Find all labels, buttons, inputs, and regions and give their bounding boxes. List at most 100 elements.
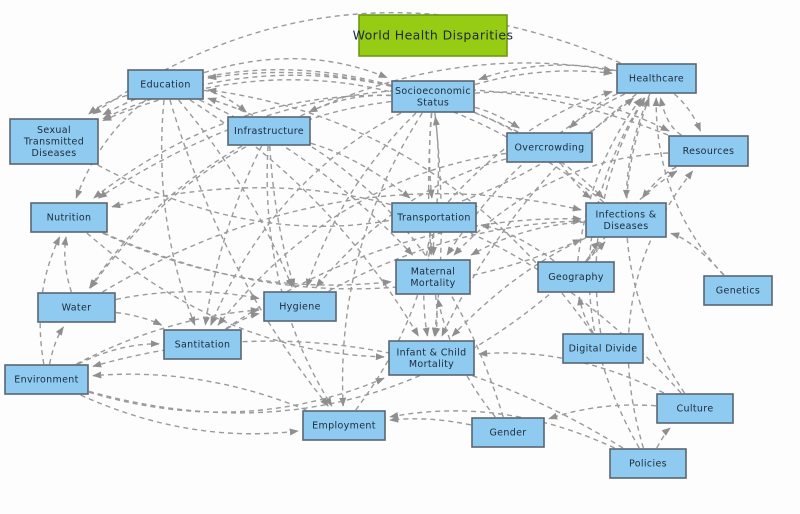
node-geography-box[interactable] [537,261,615,293]
node-transportation-label: Transportation [396,212,471,223]
edge-water-to-hygiene [115,291,260,301]
edge-genetics-to-healthcare [652,97,725,276]
node-infrastructure-box[interactable] [227,116,311,146]
edge-water-to-sanitation [115,311,163,326]
node-infections-box[interactable] [585,202,667,238]
edge-healthcare-to-overcrowding [569,93,618,129]
edge-healthcare-to-resources [673,93,702,132]
edge-environment-to-employment [80,394,299,436]
node-nutrition[interactable]: Nutrition [30,202,108,233]
edge-geography-to-transportation [480,222,555,262]
node-hygiene-box[interactable] [263,291,337,322]
edge-digital-to-geography [577,296,594,334]
edge-socioeconomic-to-infant [431,112,442,337]
edge-policies-to-resources [627,170,694,449]
edge-socioeconomic-to-water [89,100,392,289]
node-gender-label: Gender [489,427,526,438]
node-healthcare-box[interactable] [616,63,697,94]
edge-geography-to-healthcare [577,97,642,262]
edge-hygiene-to-infections [328,217,582,292]
node-culture-box[interactable] [656,393,734,424]
node-education[interactable]: Education [127,69,204,100]
edge-digital-to-education [207,87,593,334]
node-socioeconomic-box[interactable] [391,80,475,113]
node-employment-box[interactable] [302,410,386,441]
node-std-box[interactable] [9,118,99,165]
node-water-label: Water [62,302,92,313]
diagram-title[interactable]: World Health Disparities [353,14,514,57]
node-digital-box[interactable] [562,333,644,364]
node-policies-box[interactable] [609,448,687,479]
node-overcrowding-label: Overcrowding [514,142,584,153]
edge-infrastructure-to-healthcare [300,62,613,117]
edge-socioeconomic-to-employment [339,112,423,407]
node-gender-box[interactable] [471,417,545,448]
node-education-label: Education [140,79,190,90]
node-resources[interactable]: Resources [668,135,749,167]
node-sanitation-box[interactable] [163,329,242,360]
node-employment-label: Employment [312,420,376,431]
edge-nutrition-to-infections [103,232,582,290]
node-geography[interactable]: Geography [537,261,615,293]
node-environment-label: Environment [14,374,79,385]
node-water[interactable]: Water [37,292,116,323]
edge-policies-to-culture [656,427,671,449]
edge-sanitation-to-hygiene [226,311,260,330]
edge-environment-to-infant [88,377,385,413]
edge-socioeconomic-to-infrastructure [308,94,392,113]
edge-resources-to-healthcare [658,97,682,136]
node-nutrition-box[interactable] [30,202,108,233]
node-digital-label: Digital Divide [569,343,638,354]
node-transportation[interactable]: Transportation [391,202,477,233]
node-overcrowding[interactable]: Overcrowding [506,132,593,163]
node-hygiene[interactable]: Hygiene [263,291,337,322]
node-infant-box[interactable] [388,340,475,376]
edge-genetics-to-infections [670,232,725,276]
edge-nutrition-to-maternal [102,232,392,287]
node-maternal-box[interactable] [395,259,471,295]
node-infections[interactable]: Infections &Diseases [585,202,667,238]
node-transportation-box[interactable] [391,202,477,233]
edge-gender-to-employment [389,415,472,426]
node-overcrowding-box[interactable] [506,132,593,163]
edge-resources-to-nutrition [97,88,669,199]
node-policies[interactable]: Policies [609,448,687,479]
node-digital[interactable]: Digital Divide [562,333,644,364]
edge-overcrowding-to-sanitation [217,152,507,326]
edge-culture-to-gender [548,404,657,420]
edge-education-to-maternal [199,99,414,256]
node-genetics[interactable]: Genetics [703,275,773,306]
edge-employment-to-environment [92,371,307,411]
node-water-box[interactable] [37,292,116,323]
edge-nutrition-to-infant [86,232,385,361]
node-healthcare[interactable]: Healthcare [616,63,697,94]
node-gender[interactable]: Gender [471,417,545,448]
diagram-title-box[interactable] [358,14,508,57]
edge-healthcare-to-infant [441,93,637,337]
diagram-title-label: World Health Disparities [353,27,514,42]
edge-geography-to-infections [585,241,601,262]
node-culture[interactable]: Culture [656,393,734,424]
edge-infrastructure-to-transportation [310,142,411,199]
node-infrastructure[interactable]: Infrastructure [227,116,311,146]
node-infections-label: Infections &Diseases [595,209,656,232]
node-sanitation[interactable]: Santitation [163,329,242,360]
edge-education-to-std [88,94,128,115]
node-resources-box[interactable] [668,135,749,167]
edge-socioeconomic-to-hygiene [306,112,417,288]
edge-infrastructure-to-sanitation [203,145,263,326]
node-education-box[interactable] [127,69,204,100]
edge-socioeconomic-to-healthcare [474,68,613,86]
node-environment-box[interactable] [4,364,89,395]
node-environment[interactable]: Environment [4,364,89,395]
node-genetics-box[interactable] [703,275,773,306]
node-employment[interactable]: Employment [302,410,386,441]
edge-culture-to-nutrition [111,187,682,394]
